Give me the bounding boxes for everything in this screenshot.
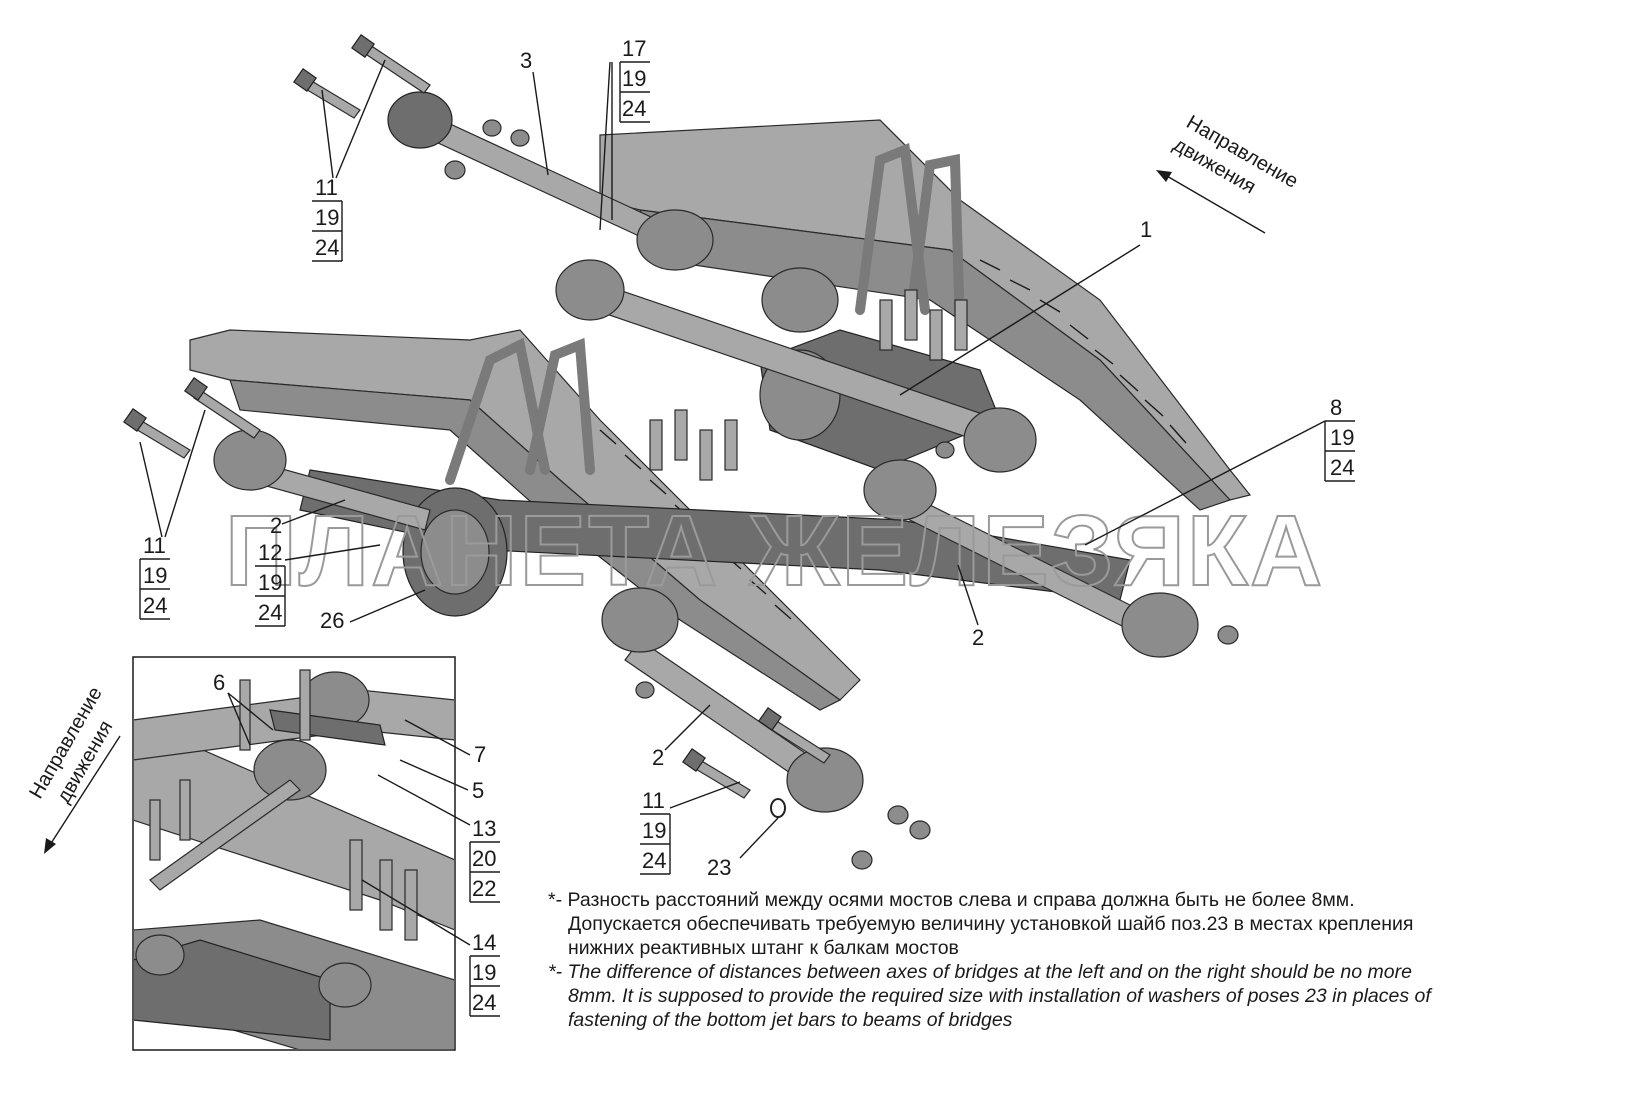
inset-callout-6: 6 [213,670,274,746]
svg-text:19: 19 [143,563,167,588]
svg-text:23: 23 [707,855,731,880]
svg-text:24: 24 [143,593,167,618]
callout-8: 8 19 24 [1084,395,1355,546]
svg-text:12: 12 [258,540,282,565]
callout-1: 1 [899,217,1152,396]
loose-nuts [444,119,1239,870]
svg-text:24: 24 [258,600,282,625]
svg-text:24: 24 [1330,455,1354,480]
svg-text:7: 7 [474,742,486,767]
svg-text:24: 24 [622,96,646,121]
inset-callout-13: 13 20 22 [377,774,500,903]
note-en-line-2: 8mm. It is supposed to provide the requi… [568,985,1431,1007]
svg-text:11: 11 [143,533,166,558]
spring-clamp-bolts [649,289,968,481]
washer-23 [770,798,786,818]
svg-text:5: 5 [472,778,484,803]
svg-text:19: 19 [258,570,282,595]
svg-text:19: 19 [1330,425,1354,450]
svg-text:19: 19 [315,205,339,230]
direction-arrow-inset: Направление движения [25,683,121,854]
inset-callout-5: 5 [399,759,484,803]
direction-arrow-main: Направление движения [1156,111,1302,234]
callout-11-left: 11 19 24 [139,409,206,620]
callout-2-bottom: 2 [652,704,711,770]
note-ru-line-1: *- Разность расстояний между осями мосто… [548,889,1355,911]
svg-text:14: 14 [472,930,496,955]
svg-text:3: 3 [520,48,532,73]
svg-text:2: 2 [270,513,282,538]
svg-text:2: 2 [652,745,664,770]
inset-callout-14: 14 19 24 [361,879,500,1017]
note-en-line-1: *- The difference of distances between a… [548,961,1412,983]
note-en-line-3: fastening of the bottom jet bars to beam… [568,1009,1013,1031]
svg-text:11: 11 [315,175,338,200]
svg-text:17: 17 [622,36,646,61]
svg-text:19: 19 [622,66,646,91]
svg-text:8: 8 [1330,395,1342,420]
svg-text:1: 1 [1140,217,1152,242]
note-ru-line-3: нижних реактивных штанг к балкам мостов [568,937,959,959]
watermark-text: ПЛАНЕТА ЖЕЛЕЗЯКА [225,495,1324,607]
note-ru-line-2: Допускается обеспечивать требуемую велич… [568,913,1414,935]
assembly-note: *- Разность расстояний между осями мосто… [548,888,1623,1032]
callout-23: 23 [707,817,779,880]
inset-callout-7: 7 [404,719,486,767]
inset-detail-view: Направление движения 6 7 5 13 20 22 [25,656,500,1051]
callout-17: 17 19 24 [599,36,650,231]
u-bolt-brackets [445,142,965,485]
svg-text:26: 26 [320,608,344,633]
svg-text:24: 24 [315,235,339,260]
svg-text:13: 13 [472,816,496,841]
callout-11-top: 11 19 24 [312,59,386,262]
svg-text:6: 6 [213,670,225,695]
callout-12: 12 19 24 [255,540,381,627]
svg-text:11: 11 [642,788,665,813]
callout-3: 3 [520,48,549,176]
callout-11-bottom: 11 19 24 [640,781,741,875]
svg-text:2: 2 [972,625,984,650]
svg-text:24: 24 [642,848,666,873]
svg-text:19: 19 [472,960,496,985]
loose-bolts [123,34,831,799]
svg-text:19: 19 [642,818,666,843]
callout-2-right: 2 [957,564,984,650]
svg-text:24: 24 [472,990,496,1015]
svg-text:22: 22 [472,876,496,901]
callout-26: 26 [320,589,426,633]
callout-2-left: 2 [270,499,346,538]
svg-text:20: 20 [472,846,496,871]
torque-rods [213,91,1199,813]
